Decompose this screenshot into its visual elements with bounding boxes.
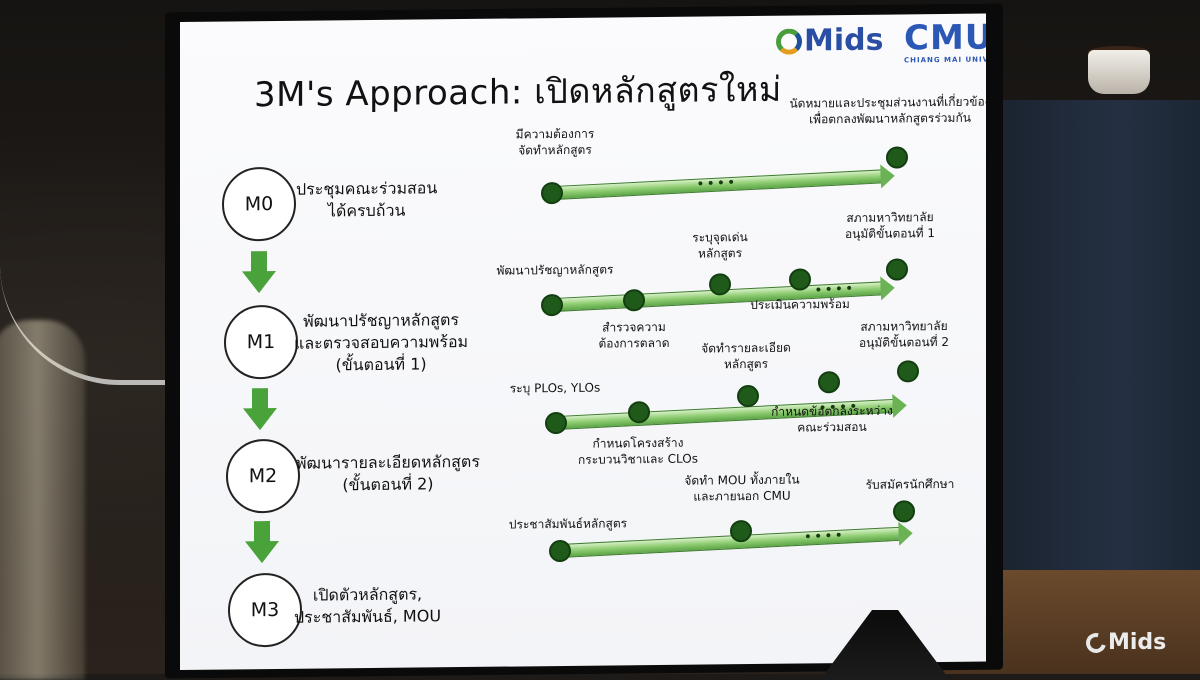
milestone-m3: M3 [228, 572, 302, 648]
down-arrow-icon [245, 521, 279, 565]
watermark-logo-icon [1082, 628, 1110, 657]
timeline-1-label: สำรวจความต้องการตลาด [598, 319, 670, 351]
timeline-0-label: นัดหมายและประชุมส่วนงานที่เกี่ยวข้องเพื่… [789, 94, 986, 127]
timeline-3-label: รับสมัครนักศึกษา [865, 476, 955, 492]
timeline-2-label: กำหนดโครงสร้างกระบวนวิชาและ CLOs [577, 435, 699, 467]
timeline-1-node [541, 293, 563, 317]
timeline-2-label: จัดทำรายละเอียดหลักสูตร [701, 340, 791, 372]
timeline-2-label: กำหนดข้อตกลงระหว่างคณะร่วมสอน [771, 403, 893, 435]
timeline-0-label: มีความต้องการจัดทำหลักสูตร [515, 126, 595, 158]
mids-logo: Mids [776, 23, 883, 59]
timeline-2-node [545, 411, 567, 435]
timeline-3-label: ประชาสัมพันธ์หลักสูตร [508, 516, 628, 532]
milestone-m2-description: พัฒนารายละเอียดหลักสูตร(ขั้นตอนที่ 2) [296, 451, 480, 495]
timeline-1-label: พัฒนาปรัชญาหลักสูตร [496, 262, 614, 278]
cmu-logo-subtitle: CHIANG MAI UNIVERSITY [904, 55, 986, 65]
timeline-3-node [549, 539, 571, 563]
milestone-m2: M2 [226, 438, 300, 514]
milestone-m1-description: พัฒนาปรัชญาหลักสูตรและตรวจสอบความพร้อม(ข… [294, 310, 469, 375]
coffee-cup [1088, 50, 1150, 94]
mids-logo-icon [776, 27, 802, 55]
timeline-3-node [893, 500, 915, 523]
timeline-3-node [730, 520, 752, 543]
mids-logo-text: Mids [804, 22, 884, 59]
timeline-2-node [818, 371, 840, 394]
monitor-screen: 3M's Approach: เปิดหลักสูตรใหม่ Mids CMU… [180, 13, 986, 671]
timeline-1-node [623, 289, 645, 312]
timeline-0-node [886, 146, 908, 169]
timeline-2-label: สภามหาวิทยาลัยอนุมัติขั้นตอนที่ 2 [858, 318, 950, 350]
timeline-1-node [886, 258, 908, 281]
watermark-logo: Mids [1082, 628, 1167, 657]
timeline-1-node [789, 268, 811, 291]
timeline-0-arrow: •••• [551, 163, 896, 201]
timeline-2-node [737, 384, 759, 408]
milestone-m3-description: เปิดตัวหลักสูตร,ประชาสัมพันธ์, MOU [294, 584, 442, 627]
timeline-1-label: ระบุจุดเด่นหลักสูตร [692, 230, 748, 261]
timeline-2-node [897, 360, 919, 383]
timeline-1-node [709, 273, 731, 296]
timeline-3-label: จัดทำ MOU ทั้งภายในและภายนอก CMU [684, 472, 800, 504]
background-wall [1000, 100, 1200, 620]
milestone-m0: M0 [222, 166, 296, 242]
timeline-1-label: ประเมินความพร้อม [750, 296, 850, 313]
down-arrow-icon [243, 388, 277, 432]
slide-title: 3M's Approach: เปิดหลักสูตรใหม่ [254, 69, 782, 116]
timeline-2-label: ระบุ PLOs, YLOs [509, 380, 601, 396]
cmu-logo-text: CMU [904, 17, 986, 59]
down-arrow-icon [242, 251, 276, 295]
timeline-0-node [541, 181, 563, 205]
timeline-2-node [628, 401, 650, 424]
glass-bottle [0, 320, 85, 680]
timeline-1-label: สภามหาวิทยาลัยอนุมัติขั้นตอนที่ 1 [844, 210, 936, 242]
watermark-text: Mids [1108, 630, 1167, 655]
milestone-m1: M1 [224, 304, 298, 380]
milestone-m0-description: ประชุมคณะร่วมสอนได้ครบถ้วน [296, 178, 438, 221]
